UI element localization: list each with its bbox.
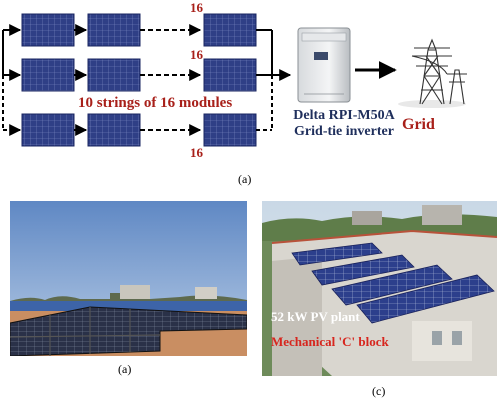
pv-module	[21, 113, 75, 147]
pv-string-row-2	[3, 58, 292, 92]
pv-module	[21, 58, 75, 92]
pv-module	[87, 113, 141, 147]
module-count-label-2: 16	[190, 47, 203, 62]
strings-label: 10 strings of 16 modules	[78, 95, 233, 111]
photo-left-pv-array	[10, 201, 247, 356]
photo-left-caption: (a)	[118, 362, 132, 376]
plant-capacity-label: 52 kW PV plant	[271, 309, 360, 324]
pv-module	[21, 13, 75, 47]
pv-module	[87, 58, 141, 92]
inverter-label-line2: Grid-tie inverter	[294, 124, 394, 139]
inverter-icon	[297, 27, 351, 103]
module-count-label-1: 16	[190, 0, 203, 15]
module-count-label-3: 16	[190, 145, 203, 160]
diagram-caption: (a)	[238, 172, 252, 186]
pv-module	[203, 13, 257, 47]
pv-system-diagram	[2, 13, 467, 147]
pv-string-row-3	[3, 113, 272, 147]
pv-string-row-1	[3, 13, 272, 47]
photo-right-pv-plant	[262, 201, 497, 376]
pv-module	[203, 113, 257, 147]
pv-module	[87, 13, 141, 47]
block-name-label: Mechanical 'C' block	[271, 334, 389, 349]
pv-module	[203, 58, 257, 92]
grid-label: Grid	[402, 116, 435, 133]
photo-right-caption: (c)	[372, 384, 386, 398]
transmission-tower-icon	[398, 38, 467, 108]
inverter-label: Delta RPI-M50A Grid-tie inverter	[284, 108, 404, 140]
inverter-label-line1: Delta RPI-M50A	[293, 108, 395, 123]
